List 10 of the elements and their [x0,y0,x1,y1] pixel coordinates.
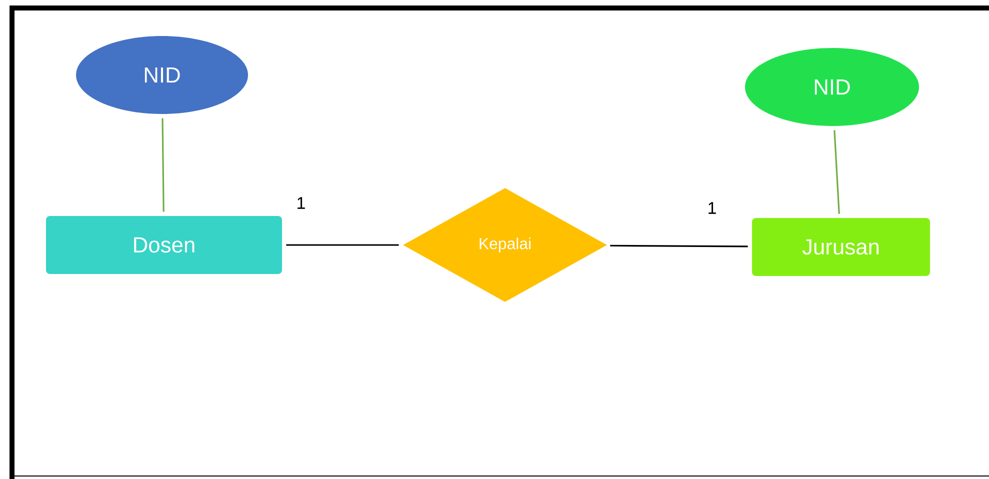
connector-line [162,118,164,212]
connector-line [834,130,840,214]
connector-line [286,244,399,246]
connector-line [610,244,748,248]
ellipse-node: NID [745,48,919,126]
cardinality-label: 1 [295,196,307,210]
cardinality-label: 1 [706,201,718,215]
ellipse-node: NID [76,36,248,114]
entity-box: Dosen [46,216,282,274]
entity-box: Jurusan [752,218,930,276]
